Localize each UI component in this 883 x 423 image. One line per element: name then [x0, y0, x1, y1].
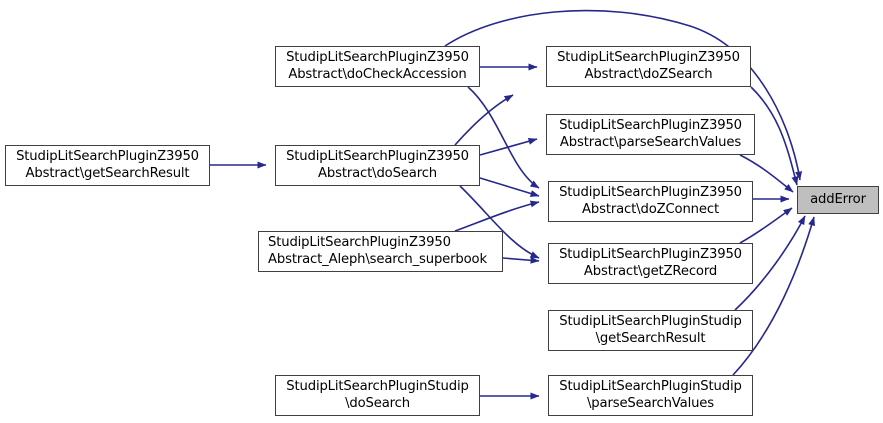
- edge-doZSearch-to-addError: [750, 86, 799, 186]
- edge-searchSuperbook-to-doZConnect: [454, 200, 540, 232]
- node-label-line: StudipLitSearchPluginZ3950: [559, 247, 742, 262]
- edge-studipParseSearchValues-to-addError: [732, 216, 815, 376]
- node-label-line: StudipLitSearchPluginZ3950: [557, 50, 740, 65]
- edge-doSearchAbstract-to-doZSearch: [454, 94, 514, 146]
- node-label-line: StudipLitSearchPluginZ3950: [559, 185, 742, 200]
- node-label-line: Abstract\doZConnect: [582, 201, 719, 217]
- node-label-line: Abstract\getZRecord: [583, 263, 718, 279]
- node-label-line: StudipLitSearchPluginZ3950: [268, 235, 451, 250]
- node-label-line: Abstract\doZSearch: [584, 66, 713, 82]
- node-label-line: StudipLitSearchPluginZ3950: [559, 118, 742, 133]
- node-label-line: Abstract\parseSearchValues: [559, 134, 742, 150]
- node-label-line: Abstract\doCheckAccession: [288, 66, 467, 82]
- node-label-line: StudipLitSearchPluginStudip: [286, 379, 469, 394]
- edge-doSearchAbstract-to-doZConnect: [479, 177, 540, 197]
- node-label-line: Abstract_Aleph\search_superbook: [268, 251, 487, 267]
- node-label-line: Abstract\getSearchResult: [25, 165, 190, 181]
- edge-doSearchAbstract-to-parseSearchValues: [479, 137, 538, 156]
- node-label-line: \doSearch: [345, 395, 410, 411]
- node-studipGetSearchResult[interactable]: StudipLitSearchPluginStudip\getSearchRes…: [548, 310, 753, 351]
- node-label-line: StudipLitSearchPluginZ3950: [286, 149, 469, 164]
- node-label-line: \getSearchResult: [595, 330, 706, 346]
- node-label-line: StudipLitSearchPluginZ3950: [16, 149, 199, 164]
- edge-searchSuperbook-to-getZRecord: [502, 256, 540, 264]
- node-addError[interactable]: addError: [797, 186, 879, 214]
- node-label-line: StudipLitSearchPluginStudip: [559, 379, 742, 394]
- node-studipParseSearchValues[interactable]: StudipLitSearchPluginStudip\parseSearchV…: [548, 375, 753, 416]
- node-label-line: addError: [810, 191, 866, 207]
- node-label-line: StudipLitSearchPluginStudip: [559, 314, 742, 329]
- node-studipDoSearch[interactable]: StudipLitSearchPluginStudip\doSearch: [275, 375, 480, 416]
- node-label-line: Abstract\doSearch: [318, 165, 437, 181]
- node-label-line: \parseSearchValues: [587, 395, 714, 411]
- node-label-line: StudipLitSearchPluginZ3950: [286, 50, 469, 65]
